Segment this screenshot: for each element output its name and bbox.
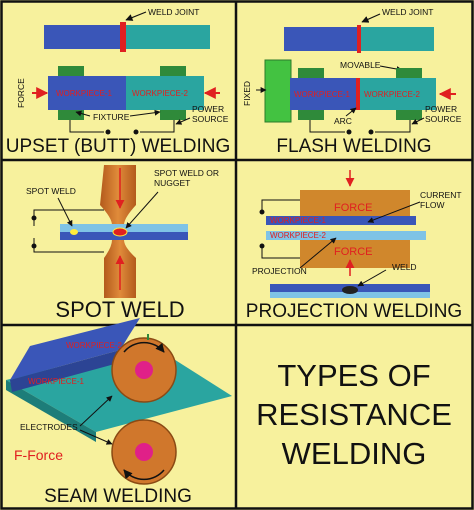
projection-weld-label: WELD (392, 262, 417, 272)
seam-electrodes-label: ELECTRODES (20, 422, 78, 432)
spot-nugget-label-1: SPOT WELD OR (154, 168, 219, 178)
upset-weld-joint-label: WELD JOINT (148, 7, 199, 17)
seam-f-force-label: F-Force (14, 447, 63, 463)
seam-workpiece-1-label: WORKPIECE-1 (28, 377, 85, 386)
panel-flash-welding: WELD JOINT MOVABLE WORKPIECE-1 WORKPIECE… (242, 7, 462, 157)
projection-current-flow-label-2: FLOW (420, 200, 445, 210)
flash-workpiece-2 (360, 78, 436, 110)
upset-title: UPSET (BUTT) WELDING (6, 136, 231, 157)
flash-top-workpiece-1 (284, 27, 358, 51)
upset-force-label: FORCE (16, 78, 26, 108)
panel-seam-welding: WORKPIECE-2 WORKPIECE-1 ELECTRODES F-For… (6, 318, 232, 507)
projection-workpiece-1-label: WORKPIECE-1 (270, 216, 327, 225)
flash-workpiece-2-label: WORKPIECE-2 (364, 90, 421, 99)
seam-workpiece-2-label: WORKPIECE-2 (66, 341, 123, 350)
projection-workpiece-2 (266, 231, 426, 240)
upset-weld-joint-mark (120, 22, 126, 52)
seam-lower-wheel-hub (135, 443, 153, 461)
spot-upper-electrode (100, 165, 136, 225)
panel-upset-welding: WELD JOINT WORKPIECE-1 WORKPIECE-2 FORCE… (6, 7, 231, 157)
flash-power-label-2: SOURCE (425, 114, 462, 124)
seam-upper-wheel-hub (135, 361, 153, 379)
spot-sheet-bottom (60, 232, 188, 240)
upset-power-label-2: SOURCE (192, 114, 229, 124)
flash-top-workpiece-2 (360, 27, 434, 51)
upset-top-workpiece-2 (124, 25, 210, 49)
projection-lower-electrode (300, 240, 410, 268)
flash-power-label-1: POWER (425, 104, 457, 114)
flash-workpiece-1 (290, 78, 356, 110)
flash-arc-label: ARC (334, 116, 352, 126)
spot-nugget (112, 227, 128, 237)
upset-fixture-label: FIXTURE (93, 112, 130, 122)
spot-weld-label: SPOT WELD (26, 186, 76, 196)
projection-projection-label: PROJECTION (252, 266, 307, 276)
flash-fixed-clamp (264, 59, 292, 123)
types-line-3: WELDING (282, 436, 427, 471)
upset-workpiece-1 (48, 76, 126, 110)
upset-workpiece-2 (126, 76, 204, 110)
panel-spot-weld: SPOT WELD SPOT WELD OR NUGGET SPOT WELD (26, 165, 219, 322)
upset-top-workpiece-1 (44, 25, 124, 49)
spot-nugget-label-2: NUGGET (154, 178, 190, 188)
projection-force-bottom-label: FORCE (334, 246, 373, 258)
projection-workpiece-1 (266, 216, 416, 225)
flash-movable-label: MOVABLE (340, 60, 381, 70)
seam-title: SEAM WELDING (44, 486, 192, 507)
projection-workpiece-2-label: WORKPIECE-2 (270, 231, 327, 240)
upset-workpiece-2-label: WORKPIECE-2 (132, 89, 189, 98)
spot-title: SPOT WELD (55, 297, 184, 322)
projection-current-flow-label-1: CURRENT (420, 190, 462, 200)
seam-workpiece-1-flange (10, 318, 140, 380)
flash-workpiece-1-label: WORKPIECE-1 (294, 90, 351, 99)
projection-upper-electrode (300, 190, 410, 220)
projection-weld-nugget (342, 286, 358, 294)
panel-types-title: TYPES OF RESISTANCE WELDING (256, 358, 452, 471)
flash-arc-gap (356, 78, 360, 110)
panel-projection-welding: WORKPIECE-1 WORKPIECE-2 FORCE FORCE CURR… (246, 170, 462, 322)
projection-title: PROJECTION WELDING (246, 301, 462, 322)
flash-weld-joint-mark (357, 25, 361, 53)
upset-power-label-1: POWER (192, 104, 224, 114)
spot-sheet-top (60, 224, 188, 232)
spot-small-weld (70, 229, 78, 235)
flash-weld-joint-label: WELD JOINT (382, 7, 433, 17)
types-line-1: TYPES OF (277, 358, 430, 393)
projection-welded-sheet-2 (270, 292, 430, 298)
upset-workpiece-1-label: WORKPIECE-1 (56, 89, 113, 98)
flash-title: FLASH WELDING (276, 136, 431, 157)
types-line-2: RESISTANCE (256, 397, 452, 432)
projection-force-top-label: FORCE (334, 202, 373, 214)
flash-fixed-label: FIXED (242, 81, 252, 106)
